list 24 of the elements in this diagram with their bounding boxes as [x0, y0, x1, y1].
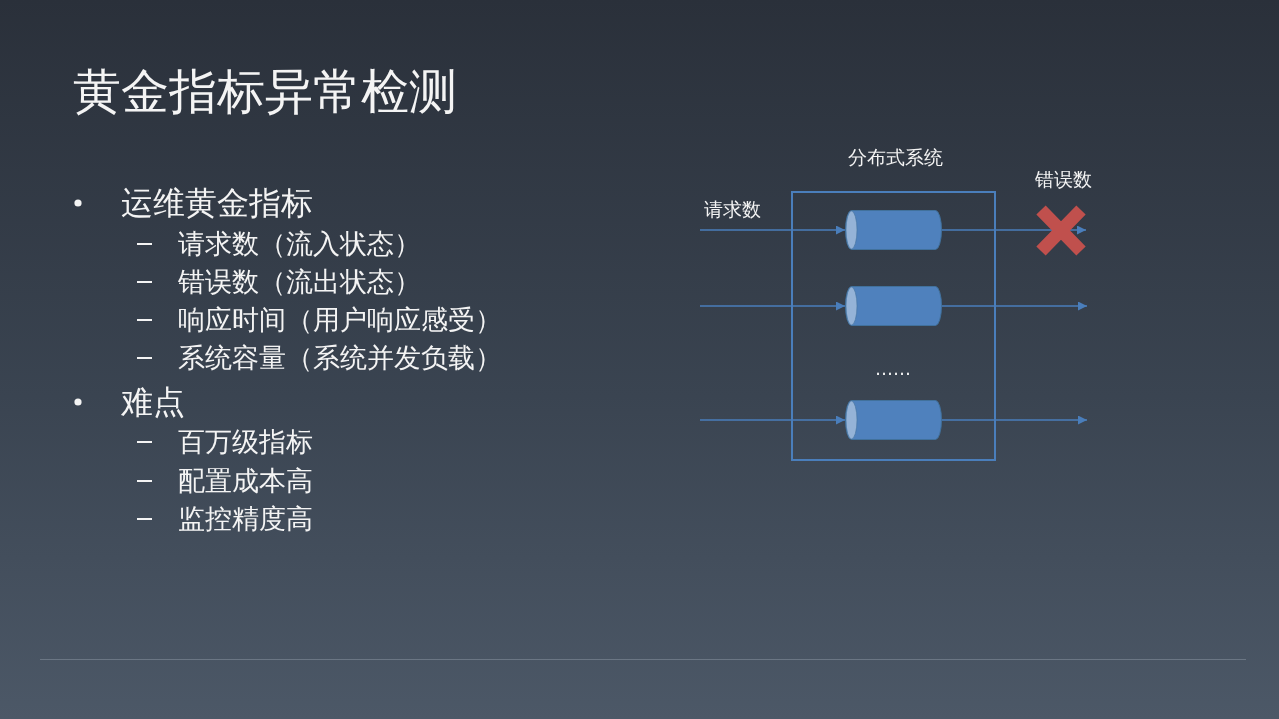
bullet-text: 难点: [121, 382, 185, 422]
arrow: [941, 415, 1088, 425]
sub-bullet-text: 监控精度高: [178, 502, 313, 536]
arrow: [699, 301, 846, 311]
cross-icon: [1036, 205, 1086, 256]
cylinder: [845, 210, 942, 250]
sub-bullet-text: 响应时间（用户响应感受）: [178, 303, 502, 337]
cylinder: [845, 286, 942, 326]
arrow: [699, 225, 846, 235]
edge-label: 请求数: [704, 198, 761, 222]
cylinder: [845, 400, 942, 440]
arrow: [941, 225, 1087, 235]
frame-heading: 分布式系统: [847, 146, 943, 170]
sub-bullet-text: 错误数（流出状态）: [178, 265, 421, 299]
arrow: [941, 301, 1088, 311]
sub-bullet-text: 百万级指标: [178, 425, 313, 459]
arrow: [699, 415, 846, 425]
node-caption: 错误数: [1034, 168, 1092, 192]
sub-bullet-text: 请求数（流入状态）: [178, 227, 421, 261]
sub-bullet-text: 配置成本高: [178, 464, 313, 498]
slide-title: 黄金指标异常检测: [73, 62, 457, 121]
bullet-text: 运维黄金指标: [121, 183, 313, 223]
ellipsis-text: ……: [875, 357, 911, 381]
sub-bullet-text: 系统容量（系统并发负载）: [178, 341, 502, 375]
